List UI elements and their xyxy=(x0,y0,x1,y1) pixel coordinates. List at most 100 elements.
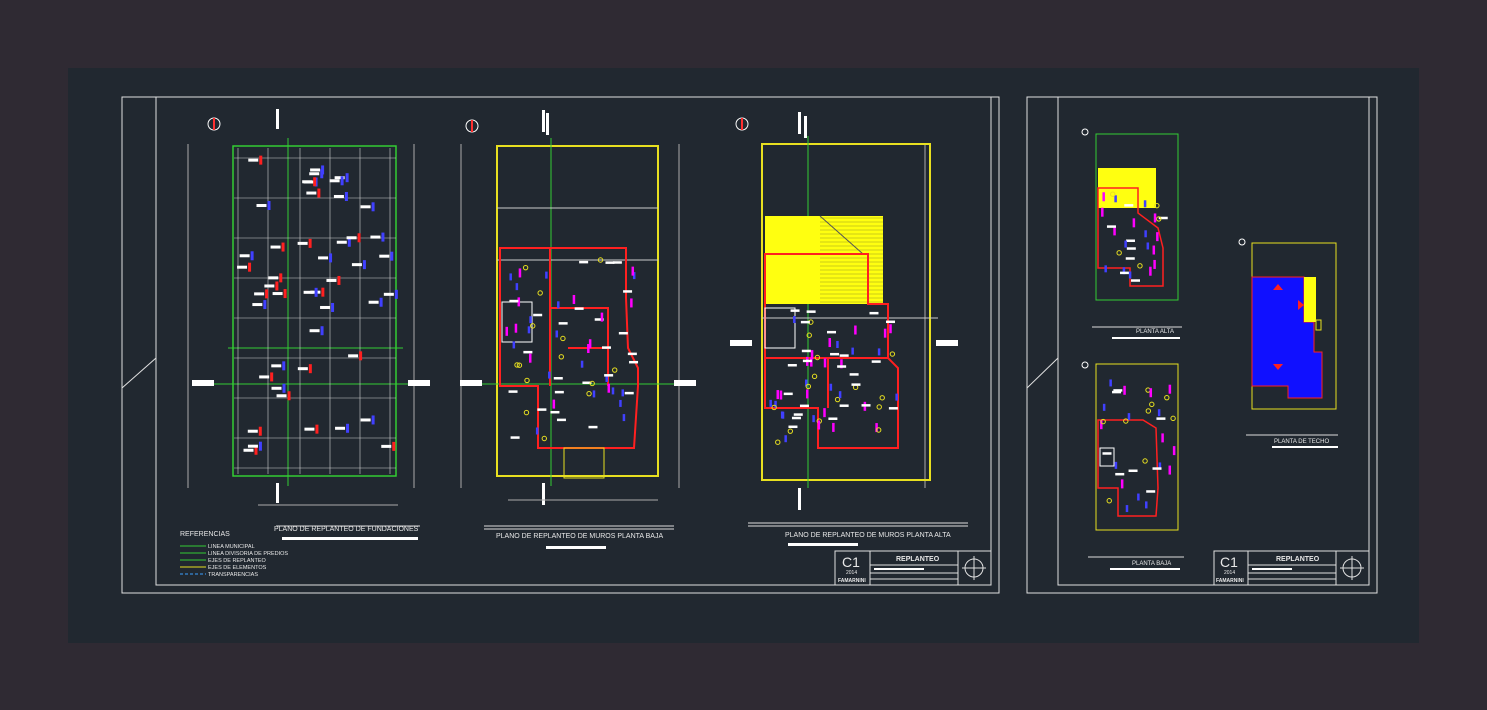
references-legend: REFERENCIAS LINEA MUNICIPAL LINEA DIVISO… xyxy=(180,531,288,578)
lot-boundary xyxy=(761,143,931,481)
axis-bubble xyxy=(522,264,529,271)
footing-label xyxy=(237,265,248,269)
room-label xyxy=(1152,467,1162,470)
column-mark xyxy=(621,389,625,397)
column-mark xyxy=(317,188,321,198)
room-label xyxy=(806,310,816,313)
footing-label xyxy=(297,241,308,245)
footing-label xyxy=(351,263,362,267)
room-label xyxy=(604,374,614,377)
room-label xyxy=(623,290,633,293)
room-label xyxy=(533,313,543,317)
footing-label xyxy=(272,292,283,296)
lot-boundary xyxy=(496,145,659,477)
cad-model-space[interactable]: PLANO DE REPLANTEO DE FUNDACIONES REFERE… xyxy=(68,68,1419,643)
column-mark xyxy=(572,294,576,304)
footing-label xyxy=(368,300,379,304)
column-mark xyxy=(812,415,815,423)
footing-label xyxy=(239,254,250,258)
column-mark xyxy=(784,435,787,443)
column-mark xyxy=(1172,446,1176,456)
plan-planta-alta: PLANO DE REPLANTEO DE MUROS PLANTA ALTA xyxy=(730,112,968,546)
reference-label-3: EJES DE ELEMENTOS xyxy=(208,565,267,571)
column-mark xyxy=(1124,240,1127,248)
north-arrow-icon xyxy=(1238,238,1246,246)
column-mark xyxy=(619,399,622,407)
room-label xyxy=(1125,239,1135,242)
axis-bubble xyxy=(814,354,821,361)
axis-tag xyxy=(546,113,549,135)
footing-label xyxy=(334,176,345,180)
column-mark xyxy=(265,289,269,299)
footing-label xyxy=(335,426,346,430)
roof-slope-arrow xyxy=(1298,300,1304,310)
column-mark xyxy=(259,155,263,165)
column-mark xyxy=(518,268,522,278)
column-mark xyxy=(632,272,636,280)
column-mark xyxy=(1120,479,1124,489)
footing-label xyxy=(259,375,270,379)
sheet-1-outer-border xyxy=(121,96,1000,594)
axis-bubble xyxy=(771,404,777,411)
lot-boundary xyxy=(232,145,397,477)
room-label xyxy=(618,331,628,335)
column-mark xyxy=(314,287,318,297)
column-mark xyxy=(854,325,857,335)
mini-planta-baja-marks xyxy=(1100,379,1176,513)
axis-bubble xyxy=(560,335,566,342)
plan-fundaciones: PLANO DE REPLANTEO DE FUNDACIONES xyxy=(187,109,430,540)
column-mark xyxy=(630,298,633,308)
north-arrow-icon xyxy=(1081,361,1089,369)
column-mark xyxy=(282,361,286,371)
column-mark xyxy=(345,173,349,183)
room-label xyxy=(869,311,879,315)
title-block-code: C1 xyxy=(842,554,860,570)
column-mark xyxy=(270,372,274,382)
axis-bubble xyxy=(1142,458,1148,464)
column-mark xyxy=(313,177,317,187)
column-mark xyxy=(515,283,519,291)
column-mark xyxy=(1137,493,1140,501)
axis-bubble xyxy=(1164,394,1170,401)
column-mark xyxy=(557,301,560,309)
room-label xyxy=(558,322,568,325)
axis-bubble xyxy=(811,373,818,380)
column-mark xyxy=(535,427,539,435)
room-label xyxy=(800,320,810,324)
footing-label xyxy=(379,254,390,258)
column-mark xyxy=(1123,385,1126,395)
sheet-1-inner-margin xyxy=(121,97,157,389)
room-label xyxy=(839,354,849,357)
title-bar xyxy=(546,546,606,549)
room-label xyxy=(554,390,564,394)
axis-bubble xyxy=(775,439,781,445)
roof-yellow xyxy=(1304,277,1316,322)
column-mark xyxy=(1143,200,1147,208)
column-mark xyxy=(1102,403,1106,411)
room-label xyxy=(624,391,634,395)
plan-planta-baja: PLANO DE REPLANTEO DE MUROS PLANTA BAJA xyxy=(460,110,696,549)
column-mark xyxy=(806,389,809,399)
footing-label xyxy=(252,303,263,307)
column-mark xyxy=(1153,213,1157,223)
axis-bubble xyxy=(514,362,520,368)
column-mark xyxy=(588,339,592,349)
upper-floor-walls xyxy=(764,253,899,449)
axis-bubble xyxy=(1137,263,1143,269)
reference-label-4: TRANSPARENCIAS xyxy=(208,572,258,578)
plan-planta-baja-title: PLANO DE REPLANTEO DE MUROS PLANTA BAJA xyxy=(496,533,663,540)
garage-door xyxy=(563,447,605,479)
axis-bubble xyxy=(516,362,523,368)
column-mark xyxy=(776,390,780,400)
footing-label xyxy=(247,429,258,433)
sheet-2-inner-margin xyxy=(1026,97,1059,389)
column-mark xyxy=(347,237,351,247)
room-label xyxy=(788,425,798,429)
room-label xyxy=(1113,389,1123,392)
column-mark xyxy=(611,387,615,395)
title-block-author: FAMARNINI xyxy=(1216,578,1244,584)
column-mark xyxy=(281,242,285,252)
title-block-frame xyxy=(1213,550,1370,586)
column-mark xyxy=(1161,433,1164,443)
column-mark xyxy=(823,408,826,418)
